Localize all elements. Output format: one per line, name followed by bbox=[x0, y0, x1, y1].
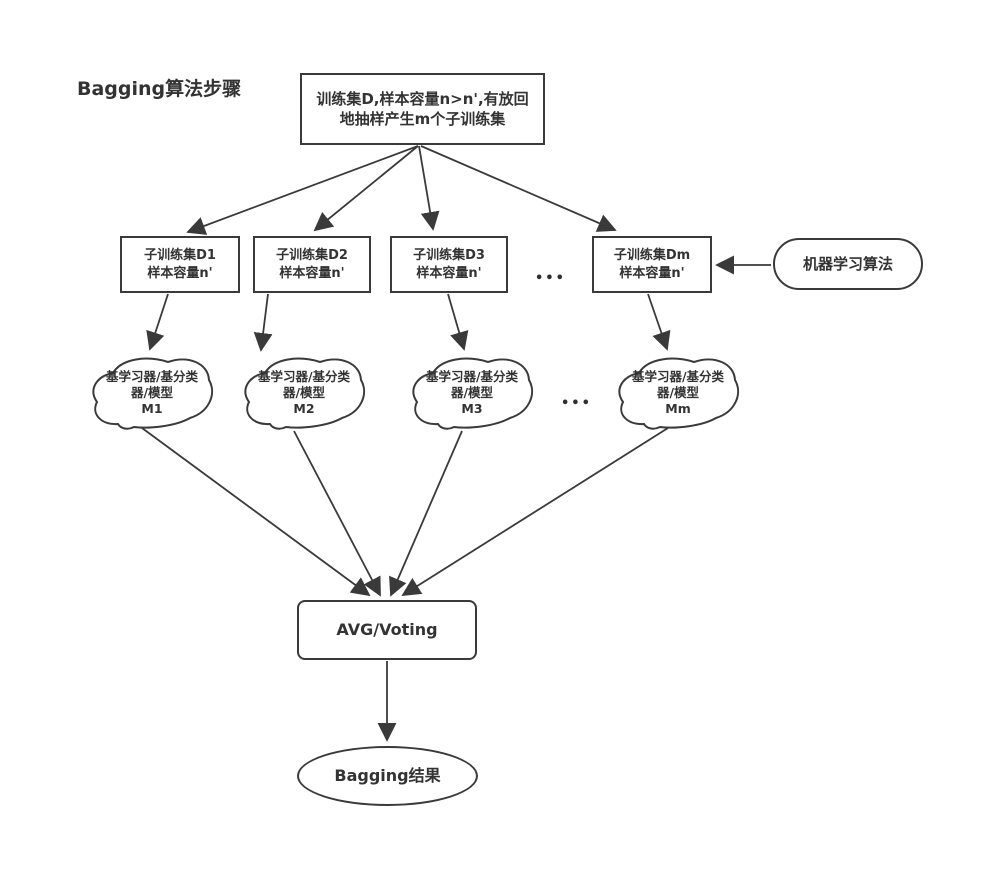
node-learner-m3: 基学习器/基分类 器/模型 M3 bbox=[408, 356, 536, 430]
node-subset-d1: 子训练集D1 样本容量n' bbox=[120, 236, 240, 293]
node-subset-d3: 子训练集D3 样本容量n' bbox=[390, 236, 508, 293]
node-subset-d2: 子训练集D2 样本容量n' bbox=[253, 236, 371, 293]
learner-model: M2 bbox=[293, 401, 315, 417]
learner-label: 基学习器/基分类 器/模型 M3 bbox=[408, 356, 536, 430]
learner-text: 基学习器/基分类 器/模型 bbox=[631, 368, 725, 400]
arrow-m2-to-avg bbox=[293, 430, 381, 597]
arrow-m3-to-avg bbox=[389, 430, 463, 597]
cloud-shape bbox=[244, 357, 366, 430]
ellipsis-learners: ••• bbox=[561, 396, 592, 411]
learner-model: Mm bbox=[665, 401, 691, 417]
node-bagging-result: Bagging结果 bbox=[297, 746, 478, 806]
node-training-set: 训练集D,样本容量n>n',有放回 地抽样产生m个子训练集 bbox=[300, 73, 545, 145]
node-avg-voting: AVG/Voting bbox=[297, 600, 477, 660]
learner-model: M1 bbox=[141, 401, 163, 417]
arrow-mm-to-avg bbox=[401, 427, 669, 597]
diagram-title: Bagging算法步骤 bbox=[77, 78, 242, 100]
arrow-m1-to-avg bbox=[141, 427, 371, 597]
arrow-root-to-d1 bbox=[186, 145, 419, 235]
arrow-d1-to-m1 bbox=[146, 293, 169, 351]
cloud-shape bbox=[92, 357, 214, 430]
learner-label: 基学习器/基分类 器/模型 Mm bbox=[614, 356, 742, 430]
learner-label: 基学习器/基分类 器/模型 M1 bbox=[88, 356, 216, 430]
learner-text: 基学习器/基分类 器/模型 bbox=[257, 368, 351, 400]
learner-model: M3 bbox=[461, 401, 483, 417]
arrow-root-to-d2 bbox=[313, 145, 419, 232]
node-learner-mm: 基学习器/基分类 器/模型 Mm bbox=[614, 356, 742, 430]
node-subset-dm: 子训练集Dm 样本容量n' bbox=[592, 236, 712, 293]
node-learner-m1: 基学习器/基分类 器/模型 M1 bbox=[88, 356, 216, 430]
cloud-shape bbox=[618, 357, 740, 430]
arrow-dm-to-mm bbox=[647, 293, 671, 351]
learner-text: 基学习器/基分类 器/模型 bbox=[425, 368, 519, 400]
node-ml-algorithm: 机器学习算法 bbox=[773, 238, 923, 290]
cloud-shape bbox=[412, 357, 534, 430]
arrow-root-to-dm bbox=[420, 145, 617, 232]
node-learner-m2: 基学习器/基分类 器/模型 M2 bbox=[240, 356, 368, 430]
ellipsis-subsets: ••• bbox=[535, 271, 566, 286]
arrow-d3-to-m3 bbox=[447, 293, 469, 351]
learner-text: 基学习器/基分类 器/模型 bbox=[105, 368, 199, 400]
learner-label: 基学习器/基分类 器/模型 M2 bbox=[240, 356, 368, 430]
arrow-root-to-d3 bbox=[418, 145, 440, 231]
arrow-d2-to-m2 bbox=[253, 293, 273, 352]
